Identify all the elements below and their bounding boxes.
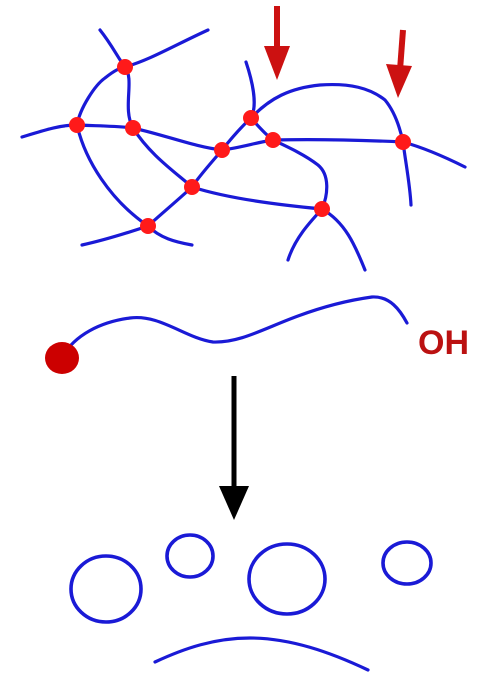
network-chain (75, 28, 210, 127)
crosslink-node (69, 117, 85, 133)
crosslink-node (265, 132, 281, 148)
linear-chain (60, 295, 409, 359)
fragment-circle-icon (381, 540, 433, 586)
down-arrow-red-icon (386, 29, 412, 98)
down-arrow-red-icon (264, 6, 290, 80)
crosslink-node (243, 110, 259, 126)
crosslink-node (214, 142, 230, 158)
linear-polymer-chain: OH (45, 295, 469, 374)
crosslink-node (314, 201, 330, 217)
fragment-circle-icon (165, 533, 215, 579)
fragment-circle-icon (247, 542, 327, 616)
crosslink-node (117, 59, 133, 75)
fragment-circle-icon (69, 554, 143, 624)
crosslink-nodes (69, 59, 411, 234)
crosslink-node (184, 179, 200, 195)
end-cap-icon (45, 342, 79, 374)
network-chain (249, 116, 329, 262)
degradation-fragments (69, 533, 433, 672)
network-chain (249, 82, 413, 207)
network-chain (75, 123, 194, 247)
oh-end-group-label: OH (418, 324, 469, 362)
fragment-chain (153, 636, 370, 672)
cleavage-arrows (264, 6, 412, 98)
down-arrow-black-icon (219, 376, 249, 520)
crosslink-node (140, 218, 156, 234)
crosslink-node (125, 120, 141, 136)
crosslink-node (395, 134, 411, 150)
